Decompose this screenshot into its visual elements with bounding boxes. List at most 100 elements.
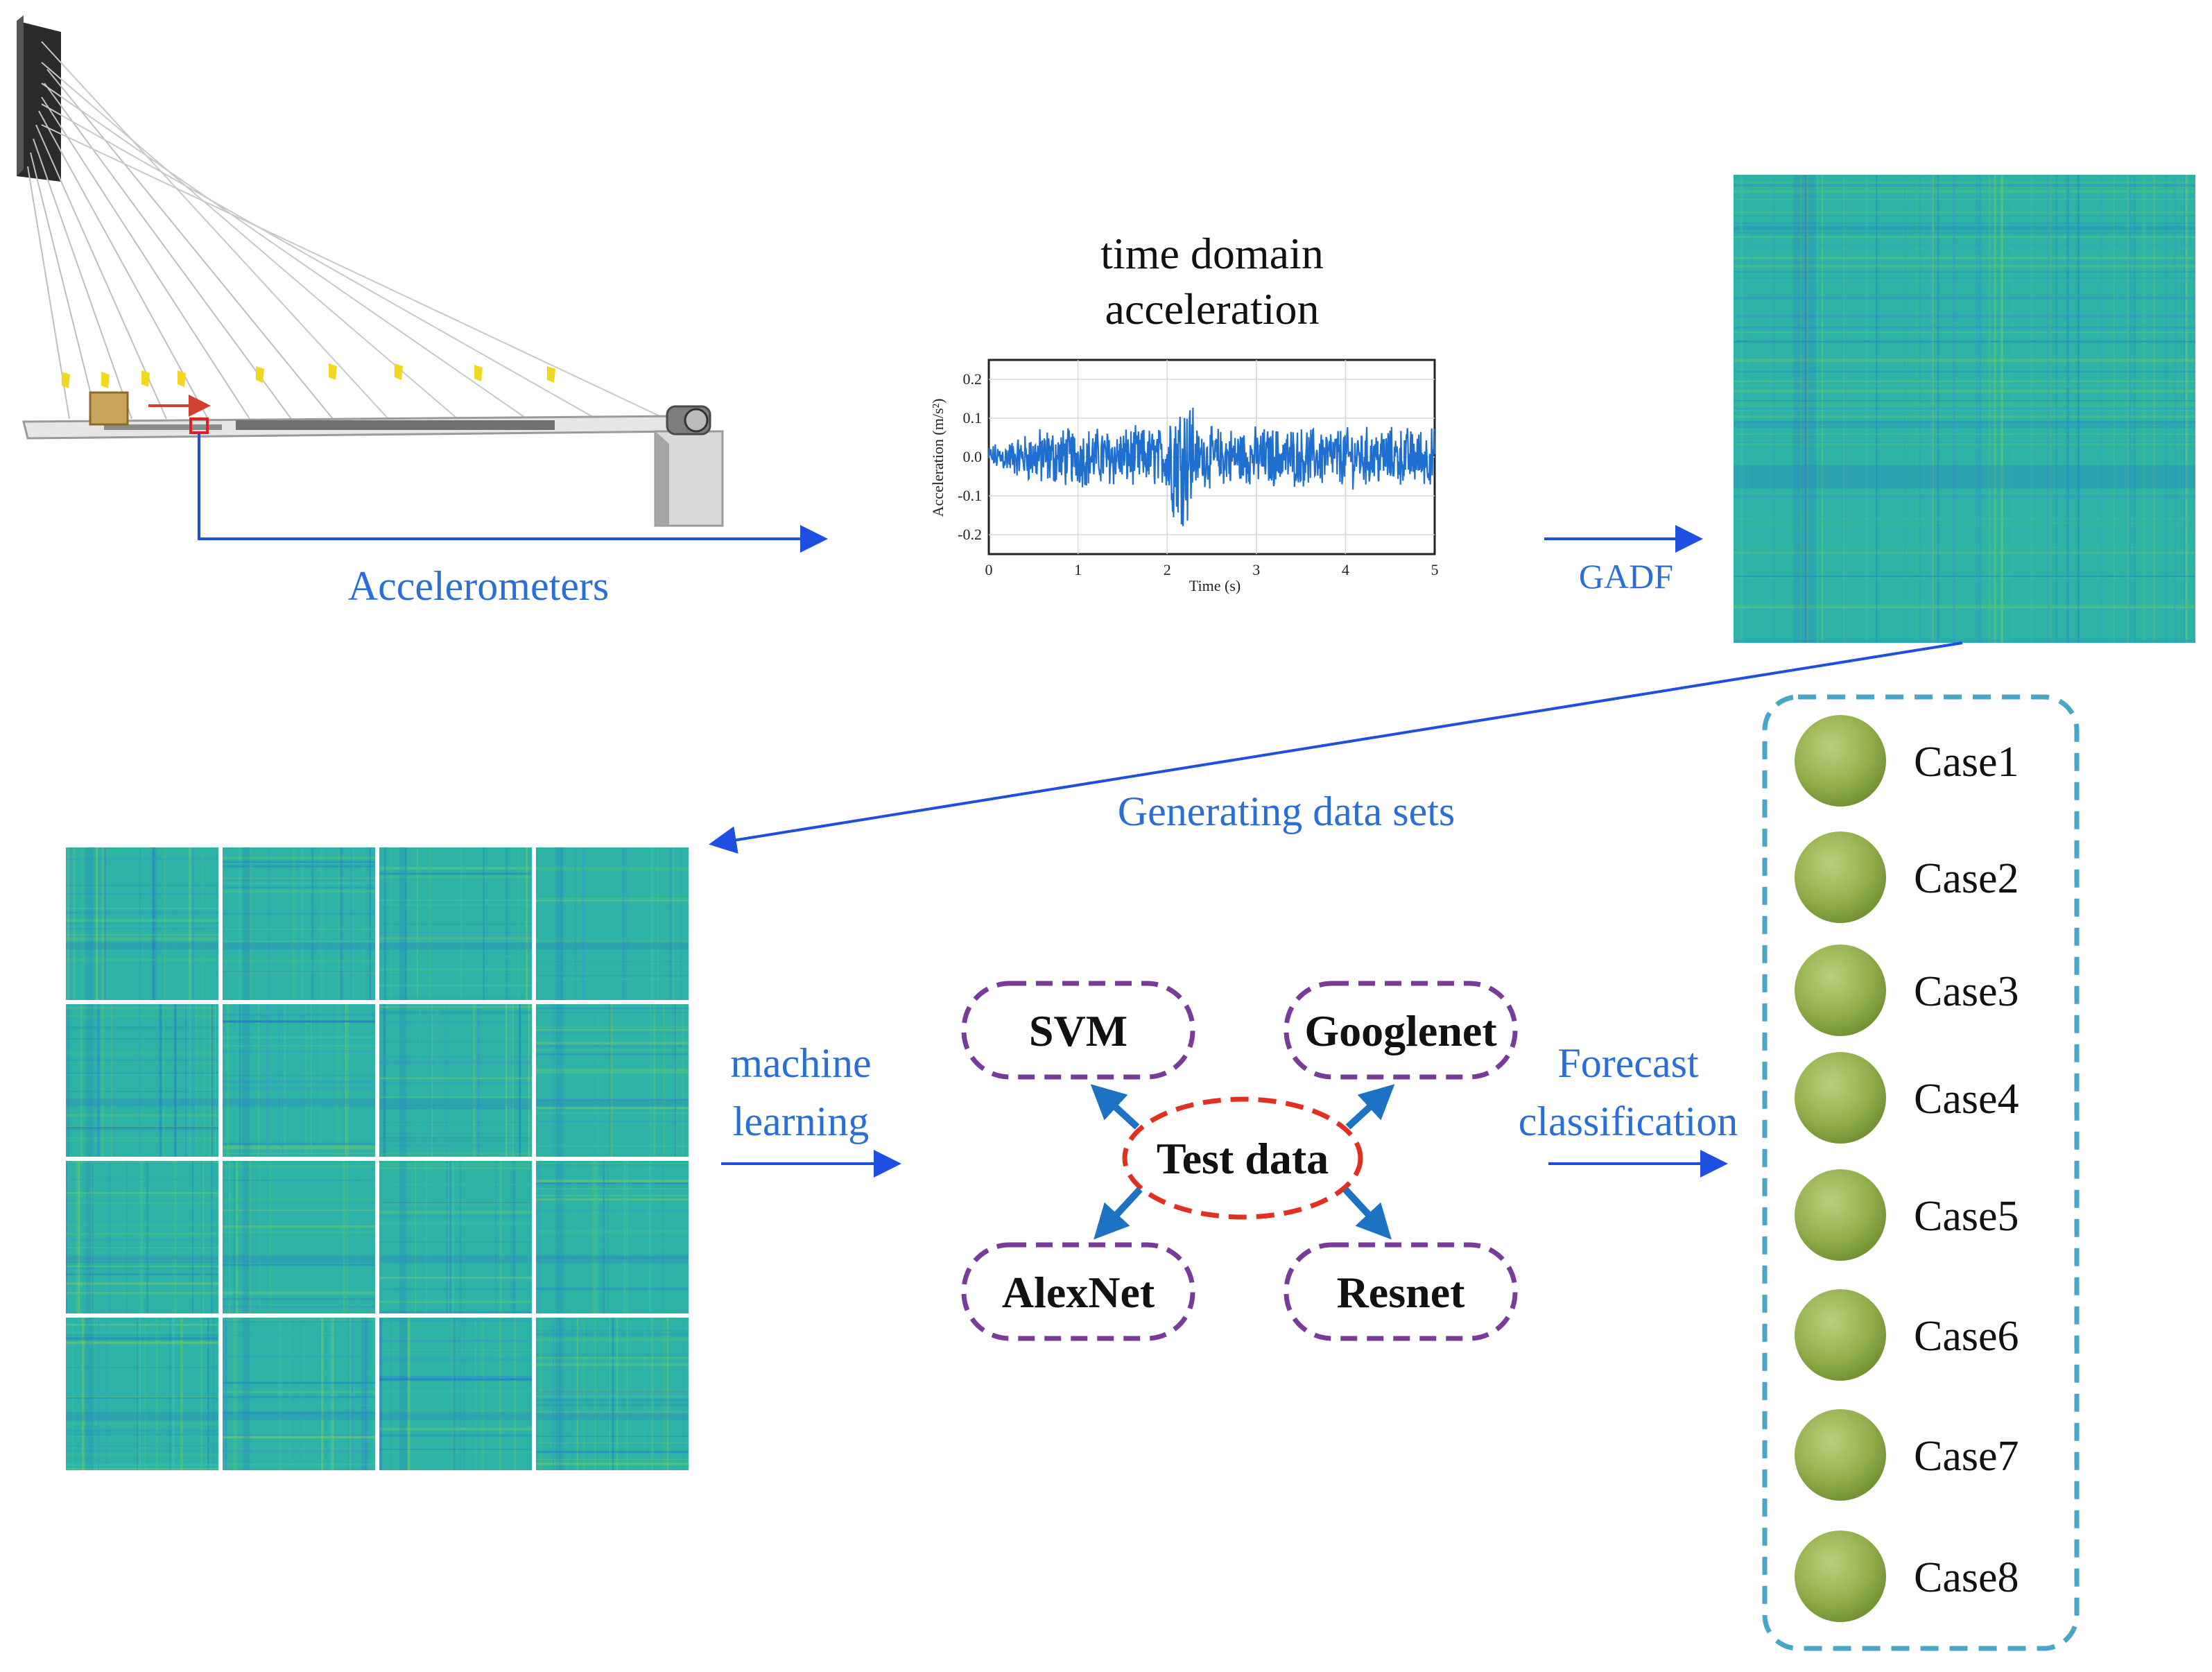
model-alexnet-box [961,1242,1195,1341]
plot-y-axis-label: Acceleration (m/s²) [929,399,947,517]
gadf-dataset-grid [66,847,689,1470]
cable-sensor [62,372,70,388]
deck-rail [236,420,555,430]
bridge-tower [17,21,61,182]
cable-sensor [547,366,555,383]
cable [41,41,389,420]
y-tick-label: 0.0 [963,448,983,465]
cable [30,152,98,420]
case-circle [1795,1052,1886,1144]
cable [46,69,334,420]
cable [41,124,666,420]
time-domain-title-line1: time domain [1100,229,1324,278]
plot-x-axis-label: Time (s) [1189,577,1241,594]
test-data-label: Test data [1157,1134,1329,1183]
forecast-label-line2: classification [1519,1098,1738,1144]
gadf-tile [223,1318,375,1470]
cable [38,110,209,420]
gadf-tile [379,847,532,1000]
cable-sensor [178,370,186,387]
gadf-tile [66,1318,218,1470]
arrow-to-resnet [1342,1187,1392,1240]
case-circle [1795,1531,1886,1622]
gadf-tile [1734,175,2195,643]
cable-sensor [256,366,264,383]
y-tick-label: 0.1 [963,409,983,426]
model-svm-box [961,981,1195,1080]
cases-panel [1762,694,2080,1651]
acceleration-time-plot: 0 1 2 3 4 5 0.2 0.1 0.0 -0.1 -0.2 Time (s) Accele… [929,359,1439,594]
gadf-to-dataset-arrow [709,641,1963,854]
cable [44,83,292,420]
case-circle [1795,1409,1886,1501]
cable [33,138,132,420]
cable [41,96,250,420]
model-cluster: Test data SVM Googlenet AlexNet Resnet [961,981,1518,1341]
cable-sensor [141,370,150,387]
case-label: Case1 [1914,739,2019,786]
y-tick-label: -0.2 [958,526,982,543]
model-alexnet-label: AlexNet [1002,1268,1155,1317]
gadf-tile [379,1004,532,1157]
gadf-label: GADF [1579,557,1673,596]
model-resnet-box [1284,1242,1518,1341]
x-tick-label: 5 [1431,561,1439,578]
gadf-tile [536,1004,689,1157]
time-domain-title-line2: acceleration [1105,284,1319,334]
cable [41,83,528,420]
gadf-tile [66,1004,218,1157]
machine-learning-label-line1: machine [730,1040,871,1086]
arrow-to-googlenet [1345,1084,1395,1130]
forecast-label-line1: Forecast [1557,1040,1699,1086]
gadf-tile [66,1161,218,1313]
model-resnet-label: Resnet [1337,1268,1466,1317]
model-svm-label: SVM [1029,1006,1127,1055]
cable-sensor [329,363,337,380]
x-tick-label: 4 [1342,561,1349,578]
plot-x-ticks: 0 1 2 3 4 5 [985,561,1439,578]
gadf-tile [66,847,218,1000]
cable-sensor [395,363,403,380]
accelerometer-to-signal-arrow [198,434,828,553]
case-label: Case5 [1914,1193,2019,1240]
x-tick-label: 2 [1164,561,1171,578]
gadf-tile [536,1318,689,1470]
y-tick-label: -0.1 [958,487,982,504]
gadf-tile [536,847,689,1000]
case-label: Case6 [1914,1313,2019,1360]
case-circle [1795,831,1886,923]
gadf-tile [223,847,375,1000]
x-tick-label: 0 [985,561,993,578]
arrow-to-svm [1090,1084,1140,1130]
cable-sensor [474,365,483,381]
arrow-to-alexnet [1094,1187,1143,1240]
x-tick-label: 3 [1252,561,1260,578]
accelerometers-label: Accelerometers [348,563,609,609]
cable [41,62,458,420]
x-tick-label: 1 [1074,561,1082,578]
test-data-ellipse [1122,1096,1363,1220]
gadf-image [1734,175,2195,643]
case-circle [1795,1289,1886,1381]
accelerometer-marker [189,417,209,434]
gadf-tile [223,1004,375,1157]
moving-load-box [89,391,129,426]
y-tick-label: 0.2 [963,370,983,388]
cable-stayed-bridge-model [17,15,724,527]
cable [41,103,597,420]
case-circle [1795,945,1886,1036]
gadf-tile [379,1161,532,1313]
gadf-tile [379,1318,532,1470]
case-label: Case4 [1914,1076,2019,1123]
generating-data-sets-label: Generating data sets [1118,788,1455,834]
cable-sensor [101,372,110,388]
bridge-cables [27,41,666,420]
model-googlenet-box [1284,981,1518,1080]
case-circle [1795,1169,1886,1261]
case-circle [1795,715,1886,807]
cable [35,124,167,420]
case-label: Case7 [1914,1433,2019,1480]
gadf-tile [223,1161,375,1313]
